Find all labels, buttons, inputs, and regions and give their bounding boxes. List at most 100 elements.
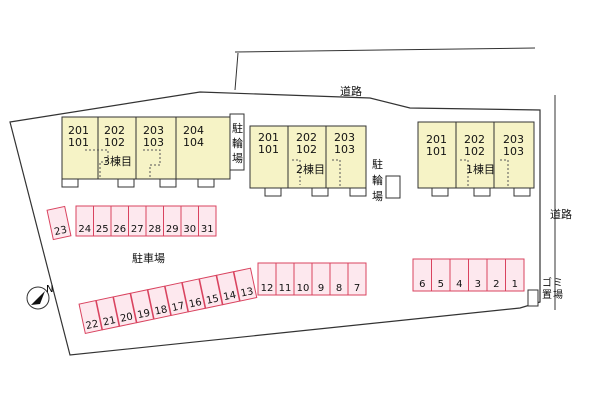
bike-parking-left-c3: 場 (232, 152, 243, 165)
north-label: N (46, 284, 53, 295)
building-3: 201 101 202 102 203 103 204 104 3棟目 (61, 116, 231, 188)
parking-stall-number: 12 (261, 283, 274, 294)
parking-stall-number: 10 (297, 283, 310, 294)
parking-stall-1: 1 (505, 258, 525, 292)
parking-stall-number: 26 (113, 224, 126, 235)
garbage-label-c1: ゴ (542, 276, 552, 289)
parking-stall-number: 13 (240, 286, 255, 299)
apt-b1-u2-top: 202 (464, 133, 485, 146)
parking-stall-number: 27 (131, 224, 144, 235)
bike-parking-right (385, 175, 401, 199)
parking-stall-23: 23 (46, 205, 72, 241)
parking-stall-number: 23 (53, 225, 68, 238)
parking-stall-number: 19 (136, 308, 151, 321)
garbage-area (527, 289, 539, 307)
parking-stall-number: 7 (354, 283, 360, 294)
parking-stall-number: 30 (183, 224, 196, 235)
road-label-right: 道路 (550, 207, 572, 221)
parking-stall-number: 11 (279, 283, 292, 294)
apt-b2-u3-bottom: 103 (334, 143, 355, 156)
building-1: 201 101 202 102 203 103 1棟目 (417, 121, 535, 197)
road-edge-top (234, 47, 536, 53)
apt-b2-u1-top: 201 (258, 131, 279, 144)
parking-stall-18: 18 (147, 285, 172, 320)
parking-stall-25: 25 (93, 205, 112, 237)
parking-stall-27: 27 (128, 205, 147, 237)
parking-stall-number: 4 (456, 279, 462, 290)
parking-stall-13: 13 (233, 267, 258, 302)
apt-b3-u3-bottom: 103 (143, 136, 164, 149)
parking-lot-label: 駐車場 (132, 251, 165, 265)
apt-b2-u1-bottom: 101 (258, 143, 279, 156)
apt-b1-u3-bottom: 103 (503, 145, 524, 158)
apt-b3-u2-bottom: 102 (104, 136, 125, 149)
parking-stall-number: 31 (201, 224, 214, 235)
road-edge-left (234, 52, 239, 91)
apt-b3-u2-top: 202 (104, 124, 125, 137)
bike-parking-right-c3: 場 (372, 190, 383, 203)
parking-stall-6: 6 (412, 258, 432, 292)
building-3-label: 3棟目 (103, 154, 132, 168)
apt-b1-u1-top: 201 (426, 133, 447, 146)
parking-stall-number: 3 (475, 279, 481, 290)
parking-stall-number: 21 (102, 315, 117, 328)
parking-stall-3: 3 (468, 258, 488, 292)
parking-stall-12: 12 (257, 262, 277, 296)
bike-parking-left-c1: 駐 (232, 121, 243, 135)
parking-stall-number: 16 (188, 297, 203, 310)
road-label-top: 道路 (340, 84, 362, 98)
building-1-label: 1棟目 (466, 162, 495, 176)
parking-stall-number: 28 (148, 224, 161, 235)
building-2: 201 101 202 102 203 103 2棟目 (249, 125, 367, 197)
parking-stall-number: 5 (438, 279, 444, 290)
parking-stall-31: 31 (198, 205, 217, 237)
apt-b2-u2-top: 202 (296, 131, 317, 144)
parking-stall-16: 16 (181, 278, 206, 313)
parking-stall-number: 2 (493, 279, 499, 290)
parking-stall-7: 7 (347, 262, 367, 296)
parking-stall-number: 20 (119, 311, 134, 324)
parking-stall-26: 26 (110, 205, 129, 237)
apt-b3-u4-top: 204 (183, 124, 204, 137)
parking-stall-19: 19 (130, 289, 155, 324)
parking-stall-number: 9 (318, 283, 324, 294)
bike-parking-right-c1: 駐 (372, 157, 383, 171)
parking-stall-single: 23 (46, 205, 72, 241)
parking-stall-number: 22 (85, 319, 100, 332)
parking-stall-8: 8 (329, 262, 349, 296)
parking-stall-number: 18 (154, 304, 169, 317)
apt-b1-u3-top: 203 (503, 133, 524, 146)
lot-outline (9, 91, 541, 356)
parking-stall-number: 25 (96, 224, 109, 235)
parking-stall-24: 24 (75, 205, 94, 237)
apt-b3-u4-bottom: 104 (183, 136, 204, 149)
garbage-label-c3: 置 (542, 289, 552, 301)
parking-stall-17: 17 (164, 281, 189, 317)
garbage-label-c2: ミ (553, 278, 563, 289)
parking-stall-2: 2 (486, 258, 506, 292)
apt-b2-u3-top: 203 (334, 131, 355, 144)
parking-stall-9: 9 (311, 262, 331, 296)
parking-stall-22: 22 (78, 299, 103, 335)
parking-stall-number: 17 (171, 301, 186, 314)
parking-stall-28: 28 (145, 205, 164, 237)
parking-stall-20: 20 (112, 292, 137, 327)
apt-b3-u1-top: 201 (68, 124, 89, 137)
apt-b3-u1-bottom: 101 (68, 136, 89, 149)
parking-stall-number: 14 (222, 290, 237, 303)
parking-stall-21: 21 (95, 296, 120, 331)
bike-parking-left (229, 113, 245, 171)
apt-b3-u3-top: 203 (143, 124, 164, 137)
parking-stall-10: 10 (293, 262, 313, 296)
parking-stall-14: 14 (216, 271, 241, 306)
building-2-label: 2棟目 (296, 162, 325, 176)
garbage-label-c4: 場 (553, 288, 563, 301)
parking-stall-number: 24 (78, 224, 91, 235)
apt-b1-u2-bottom: 102 (464, 145, 485, 158)
parking-stall-5: 5 (431, 258, 451, 292)
